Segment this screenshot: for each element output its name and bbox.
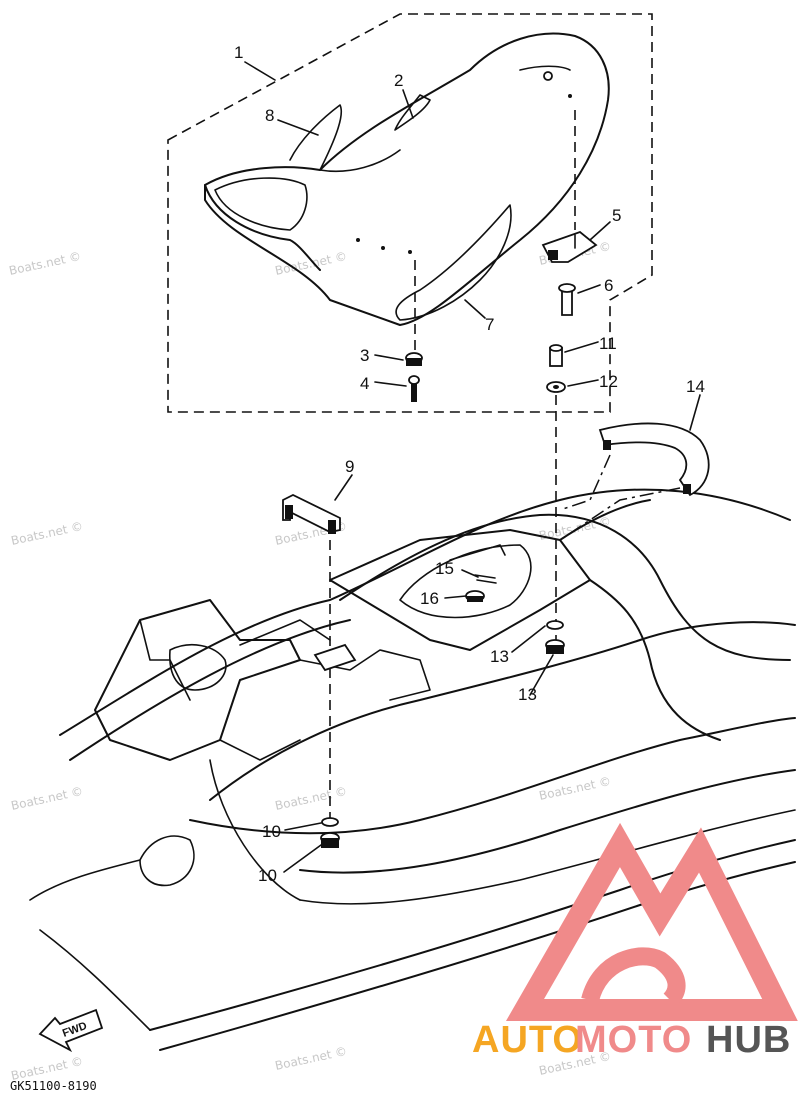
part-13-washer — [546, 381, 566, 393]
callout-6: 6 — [604, 276, 613, 295]
part-13-lower-washer — [546, 620, 564, 630]
callout-3: 3 — [360, 346, 369, 365]
bracket-mount-left — [313, 643, 357, 672]
automotohub-logo: AUTO MOTO HUB — [472, 822, 798, 1061]
callout-10: 10 — [258, 866, 277, 885]
callout-14: 13 — [518, 685, 537, 704]
part-16-spring — [474, 574, 497, 584]
part-6-bolt — [558, 283, 576, 316]
part-17-nut — [465, 590, 485, 602]
callout-5: 5 — [612, 206, 621, 225]
watermark: Boats.net © — [10, 519, 85, 548]
part-12-grommet — [549, 344, 563, 367]
watermark: Boats.net © — [8, 249, 83, 278]
logo-text-moto: MOTO — [575, 1019, 692, 1061]
part-3-nut — [405, 352, 423, 366]
watermark: Boats.net © — [274, 1044, 349, 1073]
part-4-stud — [408, 375, 420, 402]
callout-11: 10 — [262, 822, 281, 841]
watermark: Boats.net © — [10, 784, 85, 813]
leader-lines — [244, 61, 701, 873]
guide-line-15b — [559, 454, 611, 511]
logo-text-hub: HUB — [706, 1019, 791, 1061]
seat-assembly — [204, 32, 610, 326]
callout-17: 16 — [420, 589, 439, 608]
callout-16: 15 — [435, 559, 454, 578]
watermarks: Boats.net © Boats.net © Boats.net © Boat… — [8, 239, 613, 1083]
callout-15: 14 — [686, 377, 705, 396]
part-14-nut — [545, 639, 565, 654]
callout-8: 8 — [265, 106, 274, 125]
logo-text-auto: AUTO — [472, 1019, 583, 1061]
part-code: GK51100-8190 — [10, 1079, 97, 1093]
part-11-washer — [321, 817, 339, 827]
fwd-arrow: FWD — [38, 1008, 104, 1053]
hull-body — [29, 488, 796, 1051]
watermark: Boats.net © — [538, 774, 613, 803]
callout-13: 12 — [599, 372, 618, 391]
part-10-nut — [320, 832, 340, 848]
callout-2: 2 — [394, 71, 403, 90]
callout-7: 7 — [485, 315, 494, 334]
watermark: Boats.net © — [274, 249, 349, 278]
callouts: 1 2 8 5 6 7 11 3 12 4 14 9 15 16 13 13 1… — [234, 43, 705, 885]
part-9-bracket — [282, 493, 341, 534]
watermark: Boats.net © — [274, 784, 349, 813]
callout-9: 9 — [345, 457, 354, 476]
callout-4: 4 — [360, 374, 369, 393]
callout-1: 1 — [234, 43, 243, 62]
part-15-cover — [598, 422, 710, 497]
callout-13-lower: 13 — [490, 647, 509, 666]
seat-assembly-boundary — [167, 13, 653, 413]
part-5-bracket — [541, 230, 598, 263]
callout-12: 11 — [599, 334, 617, 353]
guide-line-15 — [559, 487, 681, 541]
